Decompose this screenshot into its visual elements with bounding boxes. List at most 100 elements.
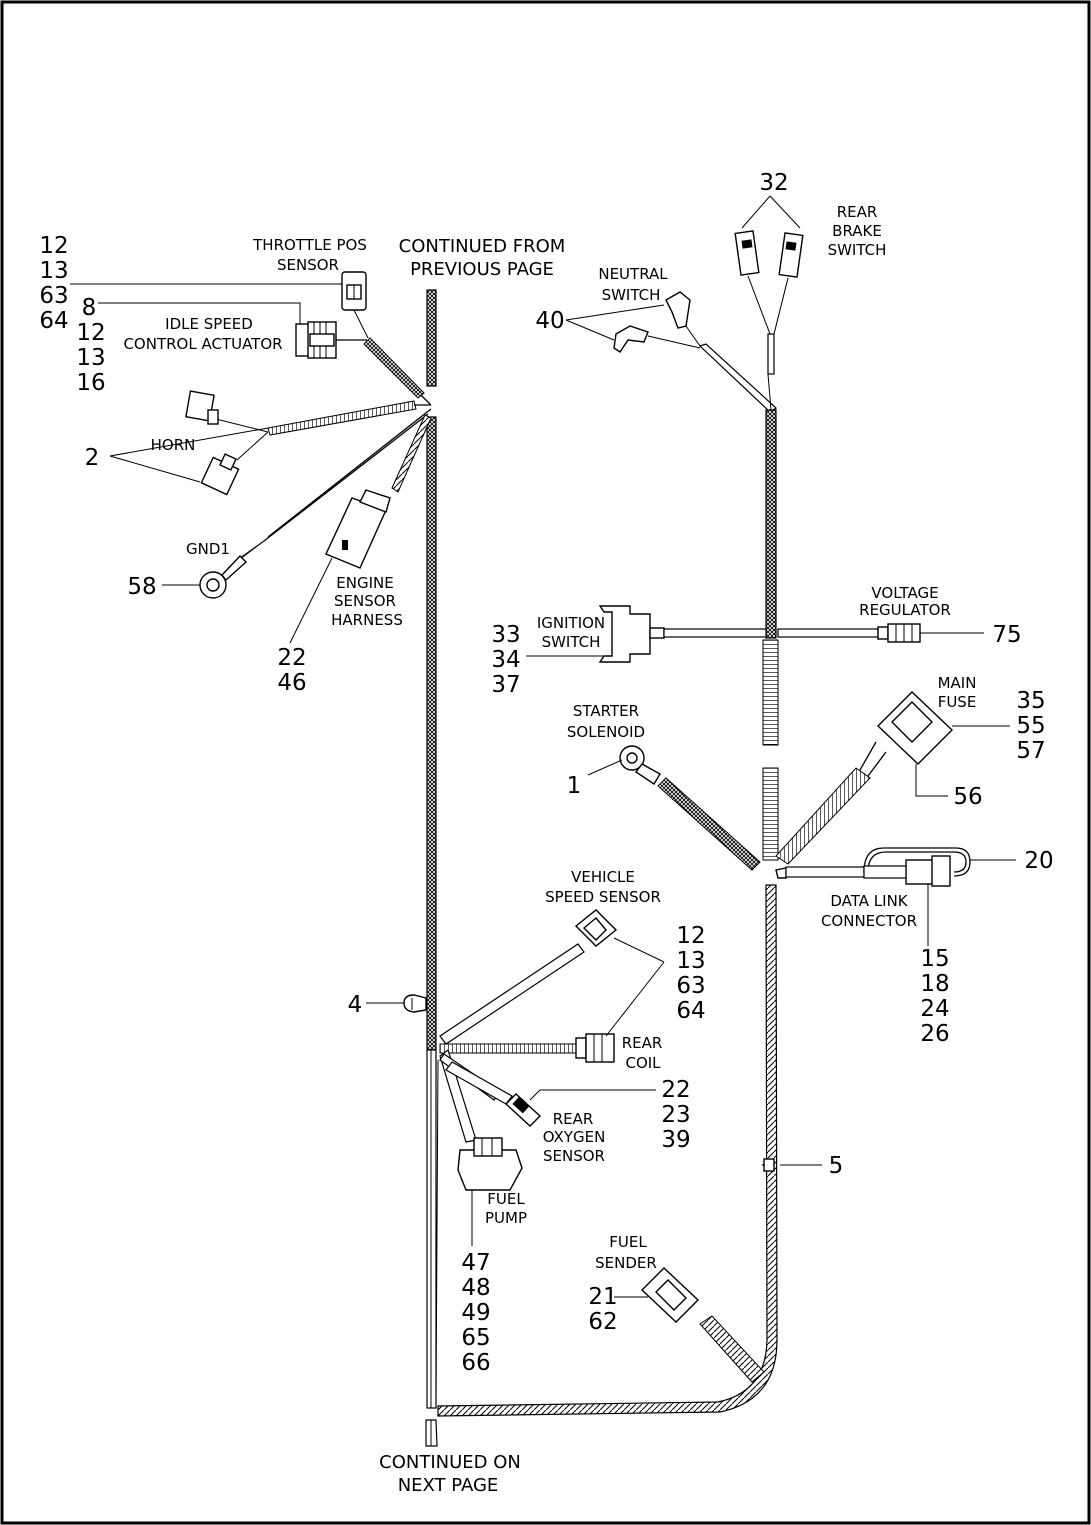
horn-connectors (185, 390, 240, 496)
svg-text:23: 23 (661, 1102, 690, 1128)
svg-text:REAR: REAR (837, 203, 878, 221)
svg-text:PUMP: PUMP (485, 1209, 527, 1227)
svg-text:39: 39 (661, 1127, 690, 1153)
rear-brake-label: REAR BRAKE SWITCH (828, 203, 887, 259)
svg-text:12: 12 (39, 233, 68, 259)
svg-text:DATA LINK: DATA LINK (830, 892, 908, 910)
callout-fuel-sender: 21 62 (588, 1284, 617, 1335)
callout-cable-tie: 5 (829, 1153, 844, 1179)
svg-text:64: 64 (39, 308, 68, 334)
svg-text:SENSOR: SENSOR (277, 256, 339, 274)
callout-engine-sensor: 22 46 (277, 645, 306, 696)
ignition-label: IGNITION SWITCH (537, 614, 605, 651)
svg-text:35: 35 (1016, 688, 1045, 714)
svg-text:24: 24 (920, 996, 949, 1022)
svg-text:47: 47 (461, 1250, 490, 1276)
svg-text:SWITCH: SWITCH (542, 633, 601, 651)
svg-text:65: 65 (461, 1325, 490, 1351)
callout-oxygen: 22 23 39 (661, 1077, 690, 1153)
svg-text:13: 13 (39, 258, 68, 284)
callout-throttle: 12 13 63 64 (39, 233, 68, 334)
svg-text:VOLTAGE: VOLTAGE (871, 584, 938, 602)
svg-text:FUEL: FUEL (609, 1233, 647, 1251)
starter-label: STARTER SOLENOID (567, 702, 645, 741)
svg-text:62: 62 (588, 1309, 617, 1335)
svg-text:8: 8 (82, 295, 97, 321)
gnd1-ring-terminal (199, 554, 248, 599)
svg-text:THROTTLE POS: THROTTLE POS (252, 236, 367, 254)
idle-speed-connector (295, 321, 367, 359)
starter-solenoid (619, 745, 761, 871)
svg-text:13: 13 (676, 948, 705, 974)
idle-speed-label: IDLE SPEED CONTROL ACTUATOR (123, 315, 282, 353)
svg-text:12: 12 (76, 320, 105, 346)
fuel-sender-connector (640, 1267, 765, 1383)
svg-text:12: 12 (676, 923, 705, 949)
svg-text:GND1: GND1 (186, 540, 230, 558)
callout-fuel-pump: 47 48 49 65 66 (461, 1250, 490, 1376)
svg-text:CONTROL ACTUATOR: CONTROL ACTUATOR (123, 335, 282, 353)
svg-text:COIL: COIL (625, 1054, 661, 1072)
main-fuse (775, 691, 954, 865)
svg-text:63: 63 (39, 283, 68, 309)
engine-sensor-connector (325, 489, 391, 569)
callout-data-link: 15 18 24 26 (920, 946, 949, 1047)
svg-text:HORN: HORN (151, 436, 196, 454)
callout-fuse-wire: 56 (953, 784, 982, 810)
gnd1-label: GND1 (186, 540, 230, 558)
svg-text:SWITCH: SWITCH (828, 241, 887, 259)
svg-text:REGULATOR: REGULATOR (859, 601, 951, 619)
leader-lines (70, 195, 1016, 1298)
voltage-regulator (777, 623, 921, 643)
svg-text:SPEED SENSOR: SPEED SENSOR (545, 888, 661, 906)
rear-oxygen-label: REAR OXYGEN SENSOR (543, 1110, 606, 1165)
svg-text:18: 18 (920, 971, 949, 997)
throttle-pos-sensor-connector (341, 271, 367, 311)
svg-text:SWITCH: SWITCH (602, 286, 661, 304)
right-main-trunk (437, 409, 779, 1417)
lower-left-branches (435, 943, 585, 1401)
svg-text:SENSOR: SENSOR (334, 592, 396, 610)
svg-text:HARNESS: HARNESS (331, 611, 403, 629)
ignition-switch (598, 605, 767, 663)
rear-oxygen-connector (504, 1093, 542, 1127)
continued-on-line2: NEXT PAGE (398, 1475, 499, 1496)
svg-text:VEHICLE: VEHICLE (571, 868, 635, 886)
callout-ignition: 33 34 37 (491, 622, 520, 698)
callout-rear-brake: 32 (759, 170, 788, 196)
neutral-switch-label: NEUTRAL SWITCH (598, 265, 668, 304)
engine-sensor-label: ENGINE SENSOR HARNESS (331, 574, 403, 629)
neutral-switch (613, 291, 777, 413)
callout-clip: 4 (348, 992, 363, 1018)
fuel-pump-connector (457, 1137, 523, 1191)
upper-left-branches (211, 309, 432, 569)
svg-text:34: 34 (491, 647, 520, 673)
svg-text:16: 16 (76, 370, 105, 396)
svg-text:57: 57 (1016, 738, 1045, 764)
svg-text:REAR: REAR (622, 1034, 663, 1052)
vss-label: VEHICLE SPEED SENSOR (545, 868, 661, 906)
svg-text:STARTER: STARTER (573, 702, 639, 720)
throttle-pos-label: THROTTLE POS SENSOR (252, 236, 367, 274)
svg-text:22: 22 (661, 1077, 690, 1103)
svg-text:66: 66 (461, 1350, 490, 1376)
fuel-sender-label: FUEL SENDER (595, 1233, 657, 1272)
svg-text:NEUTRAL: NEUTRAL (598, 265, 668, 283)
svg-text:MAIN: MAIN (938, 674, 977, 692)
callout-starter: 1 (567, 773, 582, 799)
svg-text:48: 48 (461, 1275, 490, 1301)
svg-text:63: 63 (676, 973, 705, 999)
svg-text:SOLENOID: SOLENOID (567, 723, 645, 741)
callout-neutral: 40 (535, 308, 564, 334)
callout-horn: 2 (85, 445, 100, 471)
svg-text:13: 13 (76, 345, 105, 371)
callout-main-fuse: 35 55 57 (1016, 688, 1045, 764)
svg-text:IGNITION: IGNITION (537, 614, 605, 632)
callout-gnd: 58 (127, 574, 156, 600)
fuel-pump-label: FUEL PUMP (485, 1190, 527, 1227)
rear-coil-connector (575, 1033, 615, 1063)
continued-on-line1: CONTINUED ON (379, 1452, 521, 1473)
svg-text:49: 49 (461, 1300, 490, 1326)
rear-coil-label: REAR COIL (622, 1034, 663, 1072)
